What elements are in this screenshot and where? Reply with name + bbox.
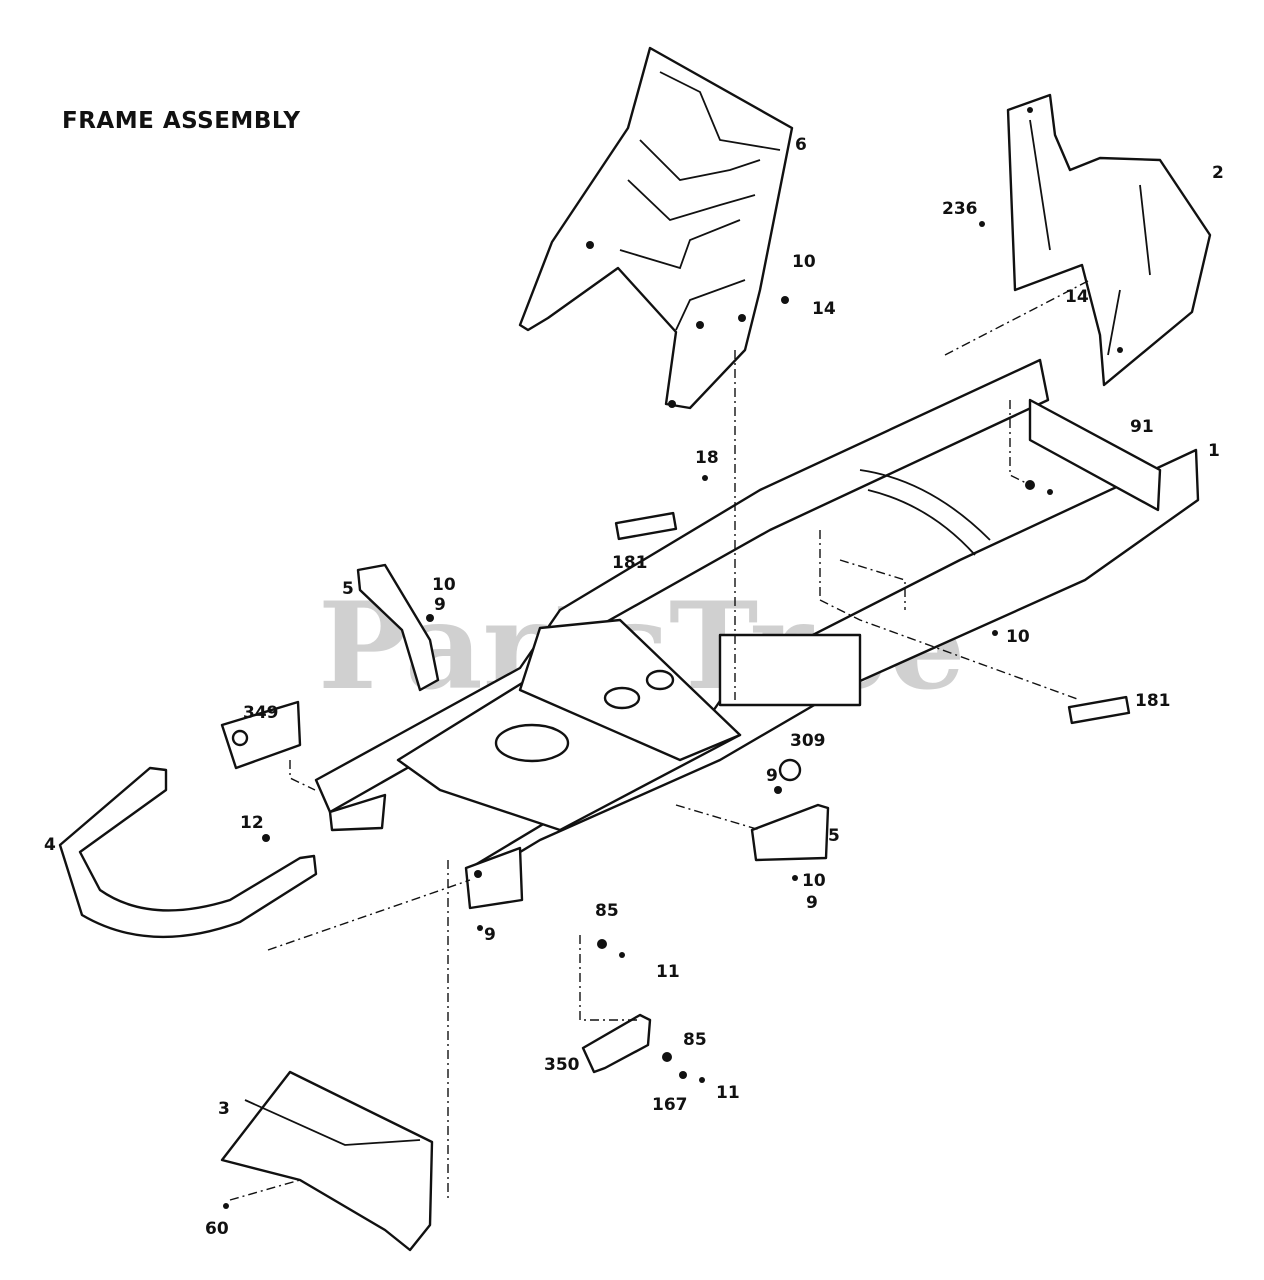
part-1-main-frame — [314, 358, 1200, 910]
fastener-11-a — [619, 952, 625, 958]
label-11-b: 11 — [716, 1083, 740, 1103]
part-5-bracket-left — [356, 563, 440, 692]
label-9-right: 9 — [806, 893, 818, 913]
fastener-12 — [262, 834, 270, 842]
label-10-right: 10 — [802, 871, 826, 891]
fastener-9-front — [477, 925, 483, 931]
fastener-85-a — [597, 939, 607, 949]
label-1: 1 — [1208, 441, 1220, 461]
label-181-left: 181 — [612, 553, 648, 573]
label-349: 349 — [243, 703, 279, 723]
fastener-60 — [223, 1203, 229, 1209]
part-2-rear-bracket — [1006, 93, 1212, 387]
fastener-167 — [679, 1071, 687, 1079]
assembly-guide-lines — [229, 279, 1091, 1201]
label-60: 60 — [205, 1219, 229, 1239]
label-11-a: 11 — [656, 962, 680, 982]
label-9-left: 9 — [434, 595, 446, 615]
part-309-knob — [778, 758, 802, 782]
fastener-236 — [979, 221, 985, 227]
part-350-bracket — [581, 1013, 652, 1074]
label-5-left: 5 — [342, 579, 354, 599]
diagram-title: FRAME ASSEMBLY — [62, 108, 301, 134]
label-181-right: 181 — [1135, 691, 1171, 711]
label-167: 167 — [652, 1095, 688, 1115]
fastener-10-9-right — [792, 875, 798, 881]
label-85-b: 85 — [683, 1030, 707, 1050]
label-10-mid: 10 — [1006, 627, 1030, 647]
fastener-10-mid — [992, 630, 998, 636]
label-309: 309 — [790, 731, 826, 751]
label-4: 4 — [44, 835, 56, 855]
label-10-top: 10 — [792, 252, 816, 272]
fastener-9-309 — [774, 786, 782, 794]
fastener-11-b — [699, 1077, 705, 1083]
fastener-18 — [702, 475, 708, 481]
part-3-battery-tray — [220, 1070, 434, 1252]
label-18: 18 — [695, 448, 719, 468]
label-5-right: 5 — [828, 826, 840, 846]
part-5-bracket-right — [750, 803, 830, 862]
fastener-10-9-left — [426, 614, 434, 622]
label-91: 91 — [1130, 417, 1154, 437]
label-236: 236 — [942, 199, 978, 219]
fastener-10-14-top — [781, 296, 789, 304]
label-14-right: 14 — [1065, 287, 1089, 307]
label-6: 6 — [795, 135, 807, 155]
label-350: 350 — [544, 1055, 580, 1075]
label-9-front: 9 — [484, 925, 496, 945]
label-2: 2 — [1212, 163, 1224, 183]
label-85-a: 85 — [595, 901, 619, 921]
label-9-309: 9 — [766, 766, 778, 786]
fastener-85-b — [662, 1052, 672, 1062]
part-6-dash-bracket — [518, 46, 794, 410]
label-3: 3 — [218, 1099, 230, 1119]
part-349-bracket — [220, 700, 302, 770]
part-181-pad-right — [1067, 695, 1131, 725]
part-4-front-bumper — [58, 766, 318, 939]
label-10-left: 10 — [432, 575, 456, 595]
part-181-pad-left — [614, 511, 678, 541]
label-12: 12 — [240, 813, 264, 833]
label-14-top: 14 — [812, 299, 836, 319]
